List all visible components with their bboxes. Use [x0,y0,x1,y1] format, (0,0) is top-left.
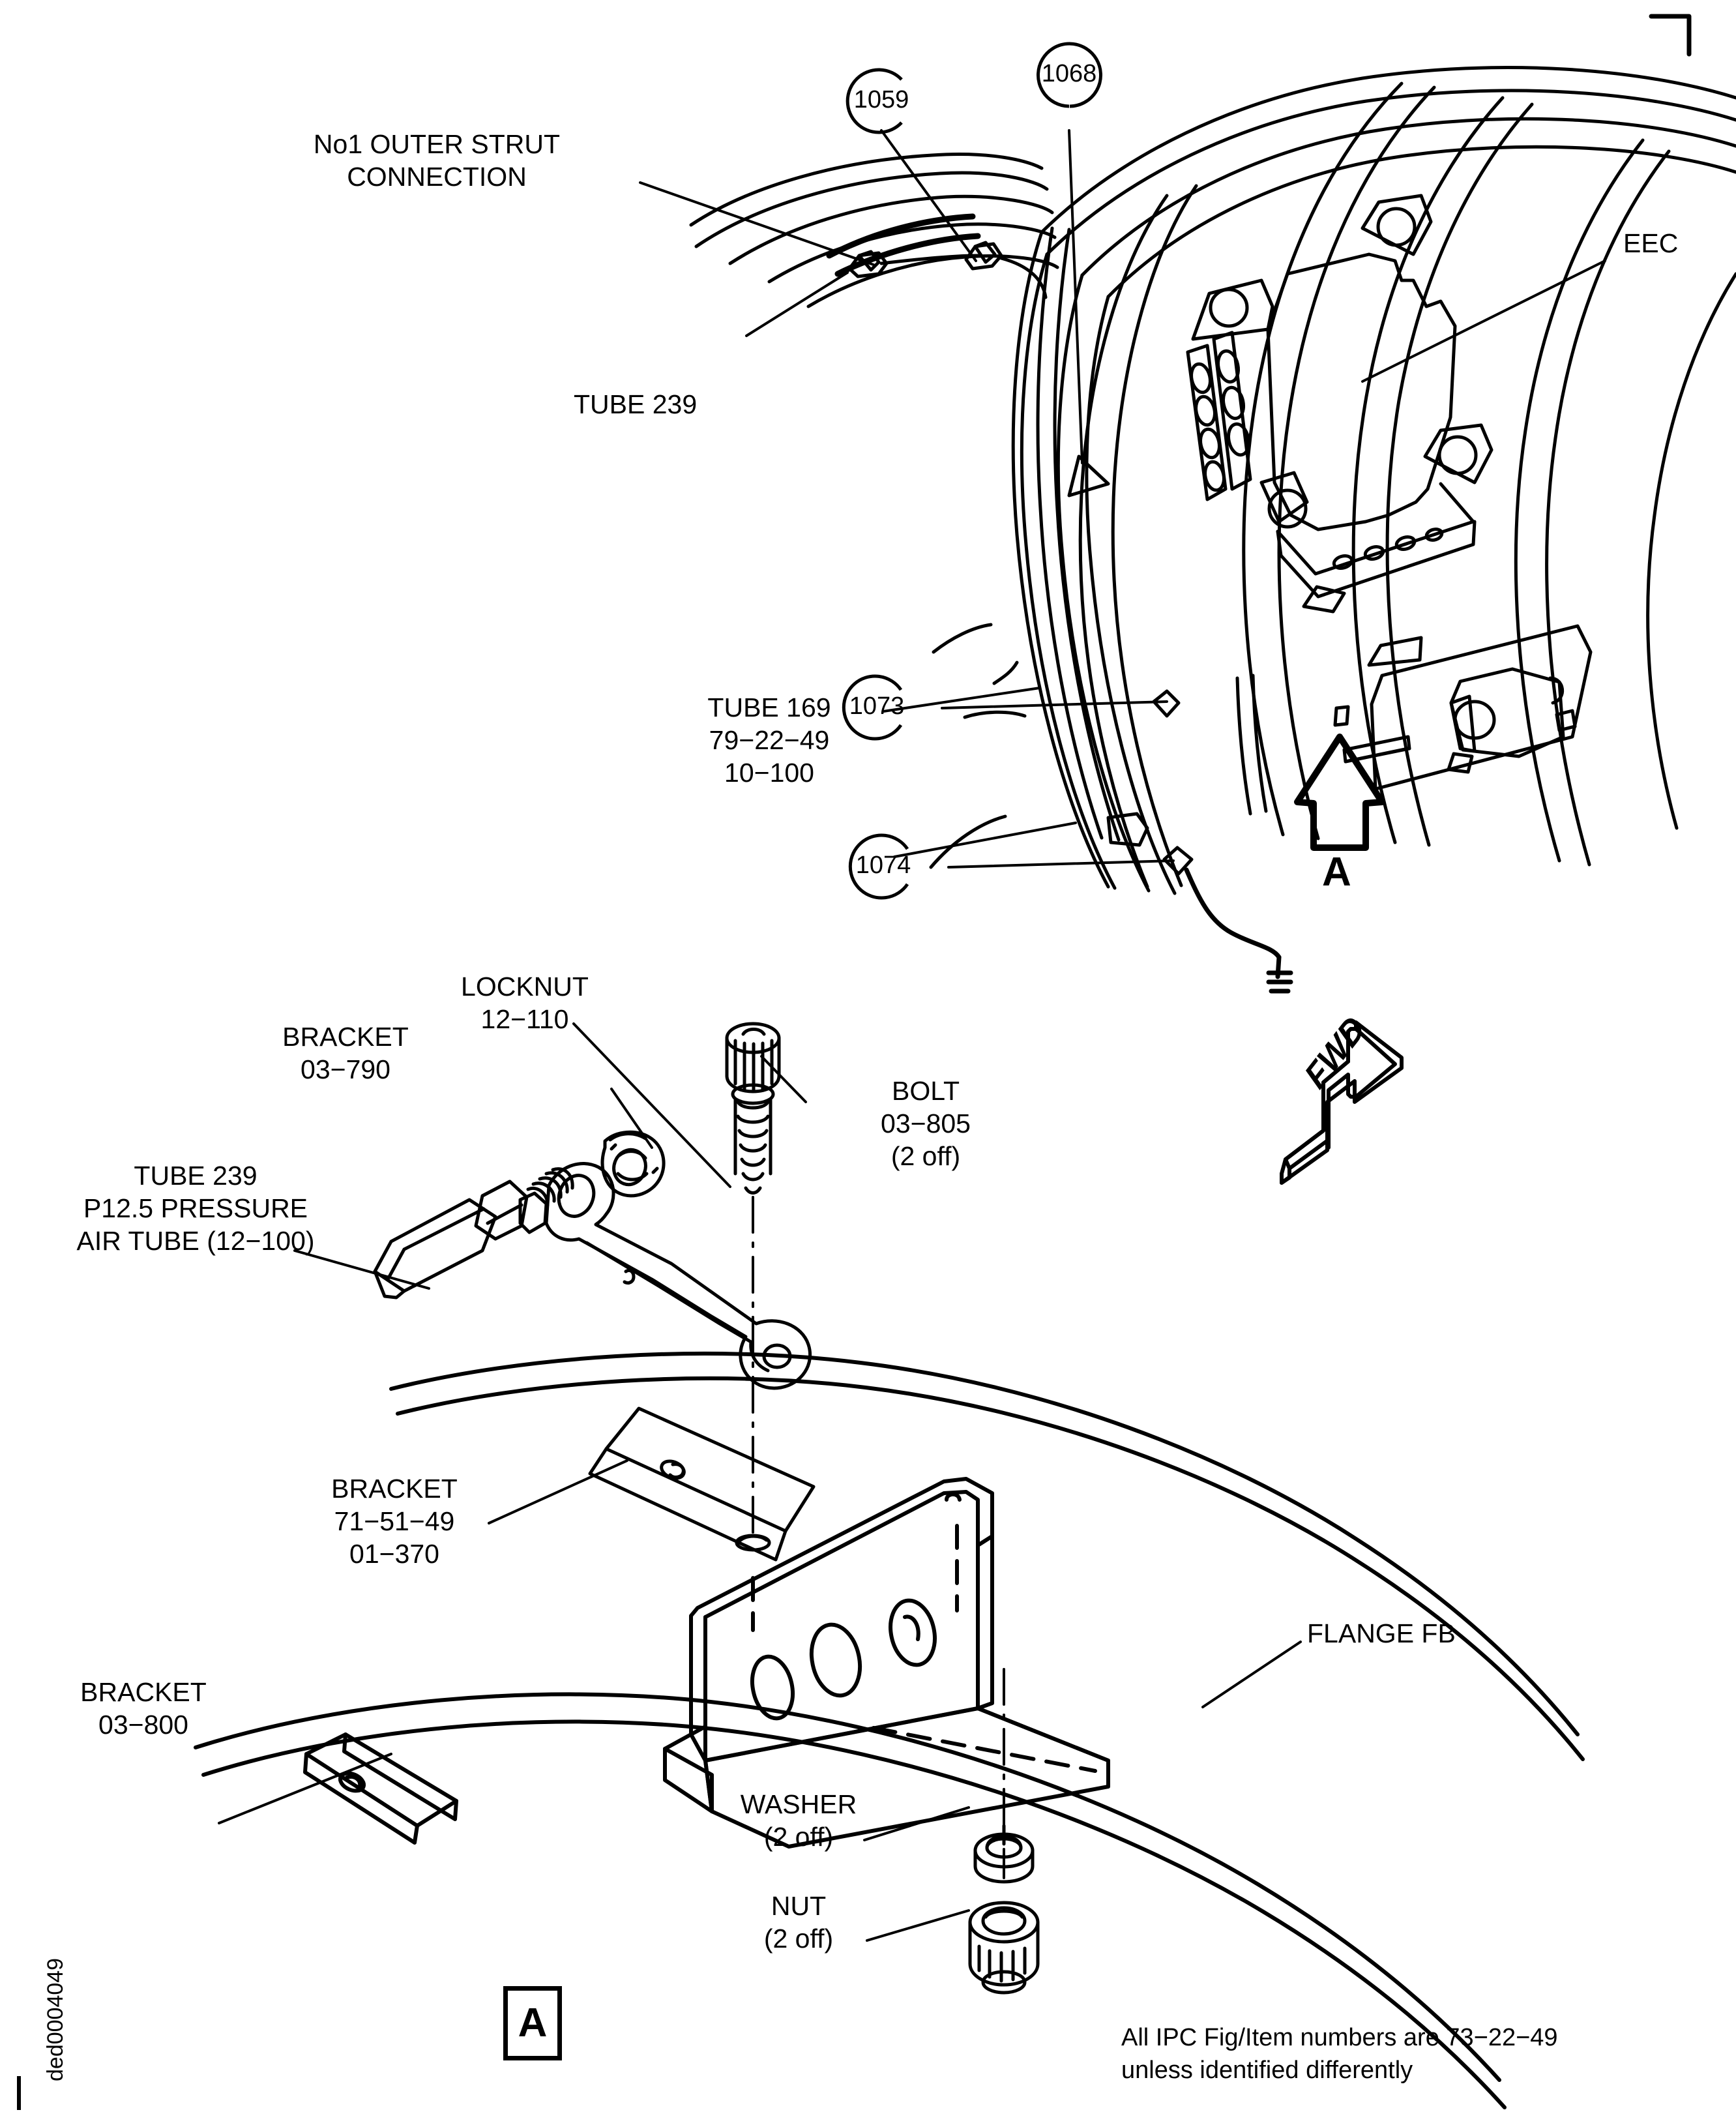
drawing-id: ded0004049 [43,1957,68,2081]
section-letter-box: A [503,1986,562,2060]
bracket-03800 [303,1732,458,1845]
label-tube-169: TUBE 169 79−22−49 10−100 [707,692,831,788]
leader-stubs [929,623,1027,869]
fwd-arrow-text-wrap: FWD [1297,1009,1402,1148]
leader-lines [218,129,1606,1942]
callout-label-1074: 1074 [855,852,911,879]
bolt-hole-upper [735,1534,771,1552]
flange-fb-arcs-lower [194,1692,1507,2109]
bracket-03790 [544,1162,812,1390]
label-tube-239-air: TUBE 239 P12.5 PRESSURE AIR TUBE (12−100… [76,1161,315,1256]
structure-verticals [1235,674,1268,816]
eec-unit [1186,194,1493,614]
drawing-id-tick [17,2076,21,2110]
nut-part [968,1901,1040,1995]
fan-case-outer-arcs [1040,66,1736,299]
top-mounting-plate [588,1406,816,1562]
lower-electrical-unit [1333,624,1593,791]
label-eec: EEC [1623,228,1679,258]
label-washer: WASHER (2 off) [740,1789,857,1852]
washer-part [973,1824,1035,1884]
tube-169-run [1036,226,1121,842]
label-tube-239-top: TUBE 239 [574,389,698,419]
bolt-03805 [725,1022,781,1195]
fan-case-right-rings [1242,82,1671,867]
label-bracket-03790: BRACKET 03−790 [282,1022,409,1085]
view-arrow-a-letter: A [1322,850,1351,895]
strut-fairing [689,153,1059,308]
callout-bubble-1074[interactable]: 1074 [847,831,919,902]
callout-bubble-1068[interactable]: 1068 [1033,39,1105,111]
bracket-715149 [663,1477,1110,1849]
air-tube-239 [373,1198,497,1300]
label-no1-outer-strut-connection: No1 OUTER STRUT CONNECTION [313,129,561,192]
clip-1074 [1106,812,1194,876]
view-arrow-a-icon [1294,734,1385,851]
callout-bubble-1059[interactable]: 1059 [846,65,917,137]
fwd-arrow-icon [1280,1020,1404,1185]
footer-note: All IPC Fig/Item numbers are 73−22−49 un… [1121,2024,1558,2085]
callout-label-1068: 1068 [1041,60,1097,87]
fan-case-mid-ring [1078,184,1198,889]
label-bolt: BOLT 03−805 (2 off) [881,1076,971,1172]
flange-fb-arcs [389,1351,1585,1761]
callout-label-1059: 1059 [853,86,909,113]
fan-case-inner-arcs [1011,230,1177,895]
label-locknut: LOCKNUT 12−110 [461,972,589,1035]
label-flange-fb: FLANGE FB [1307,1618,1456,1648]
callout-bubble-1073[interactable]: 1073 [841,672,913,743]
tube-239-run [879,254,1048,299]
label-bracket-03800: BRACKET 03−800 [80,1677,207,1740]
fan-case-outermost-ring [1646,272,1736,830]
clip-detail-b [964,241,1003,271]
arrowhead-1068 [1067,454,1110,498]
crop-mark-icon [1649,14,1692,57]
clip-1073 [1152,689,1181,718]
label-bracket-715149: BRACKET 71−51−49 01−370 [331,1474,458,1569]
harness-wire [1184,867,1293,994]
callout-label-1073: 1073 [849,692,905,720]
label-nut: NUT (2 off) [763,1891,834,1954]
locknut-12110 [600,1130,666,1198]
